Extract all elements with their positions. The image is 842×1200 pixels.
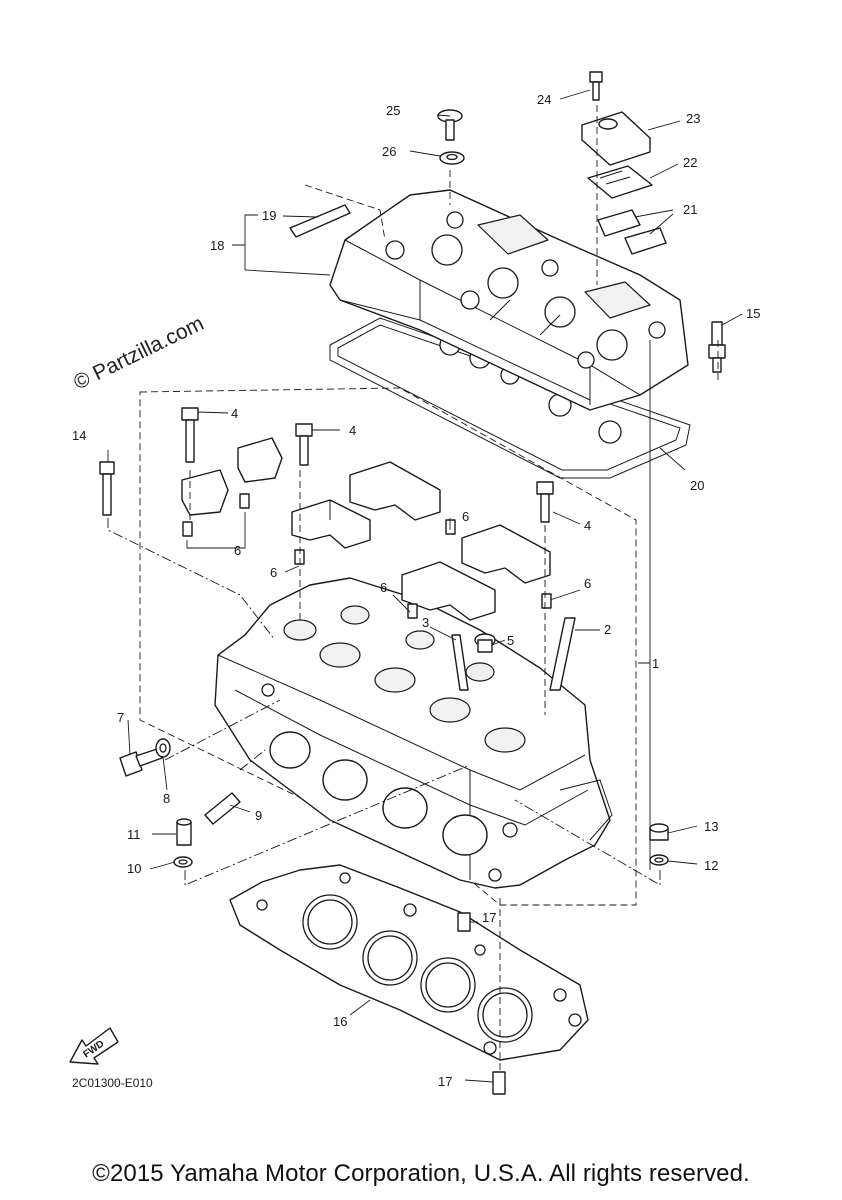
forward-arrow-icon: FWD [69,1027,119,1065]
diagram-code: 2C01300-E010 [72,1076,153,1090]
copyright-notice: ©2015 Yamaha Motor Corporation, U.S.A. A… [92,1160,750,1187]
spark-plug-15[interactable] [708,321,726,373]
callout-8: 8 [163,791,170,806]
leader-lines [107,89,743,1083]
callout-17b: 17 [438,1074,452,1089]
callout-6c: 6 [462,509,469,524]
bolt-25[interactable] [437,109,463,141]
callout-12: 12 [704,858,718,873]
callout-4c: 4 [584,518,591,533]
cylinder-head-gasket[interactable] [229,864,589,1061]
dowel-pin-3[interactable] [294,549,305,565]
callout-1: 1 [652,656,659,671]
callout-6e: 6 [584,576,591,591]
callout-20: 20 [690,478,704,493]
callout-18: 18 [210,238,224,253]
callout-13: 13 [704,819,718,834]
dowel-pin-4[interactable] [407,603,418,619]
reed-valve-21a[interactable] [597,209,641,237]
cap-bolt-1[interactable] [181,407,199,463]
callout-9: 9 [255,808,262,823]
stud-9[interactable] [204,792,241,825]
callout-6b: 6 [270,565,277,580]
callout-25: 25 [386,103,400,118]
callouts: 1 2 3 4 4 4 5 6 6 6 6 6 7 8 9 10 11 12 1… [72,92,760,1089]
watermark-text: © Partzilla.com [70,312,207,395]
callout-16: 16 [333,1014,347,1029]
nut-13[interactable] [649,823,669,841]
camshaft-cap-small-1[interactable] [181,469,229,516]
dowel-pin-5[interactable] [445,519,456,535]
callout-6a: 6 [234,543,241,558]
cap-bolt-2[interactable] [295,423,313,466]
plate-19[interactable] [289,204,351,238]
cylinder-head[interactable] [214,577,613,889]
alignment-lines [107,105,719,1072]
callout-2: 2 [604,622,611,637]
valve-cover[interactable] [329,189,689,411]
gasket-22[interactable] [587,165,653,199]
callout-26: 26 [382,144,396,159]
callout-3: 3 [422,615,429,630]
washer-10[interactable] [173,856,193,868]
bolt-7[interactable] [119,747,163,777]
washer-12[interactable] [649,854,669,866]
plug-5[interactable] [474,633,496,653]
breather-cover-23[interactable] [581,111,651,166]
callout-15: 15 [746,306,760,321]
grommet-26[interactable] [439,151,465,165]
callout-14: 14 [72,428,86,443]
pipe-2[interactable] [549,617,576,691]
camshaft-cap-small-2[interactable] [237,437,283,483]
collar-11[interactable] [176,818,192,846]
callout-22: 22 [683,155,697,170]
assembly-boundary-dashed [139,387,637,906]
pin-3[interactable] [451,634,469,691]
callout-6d: 6 [380,580,387,595]
callout-5: 5 [507,633,514,648]
callout-23: 23 [686,111,700,126]
dowel-17-upper[interactable] [457,912,471,932]
dowel-17-lower[interactable] [492,1071,506,1095]
washer-8[interactable] [155,738,171,758]
callout-7: 7 [117,710,124,725]
callout-11: 11 [127,827,141,842]
reed-valve-21b[interactable] [624,227,667,255]
bolt-24[interactable] [589,71,603,101]
bolt-14[interactable] [99,461,115,516]
cap-bolt-3[interactable] [536,481,554,523]
camshaft-cap-front-left[interactable] [291,499,371,549]
camshaft-cap-front-right[interactable] [349,461,441,521]
callout-10: 10 [127,861,141,876]
callout-4a: 4 [231,406,238,421]
dowel-pin-1[interactable] [182,521,193,537]
dowel-pin-6[interactable] [541,593,552,609]
callout-19: 19 [262,208,276,223]
callout-21: 21 [683,202,697,217]
dowel-pin-2[interactable] [239,493,250,509]
callout-24: 24 [537,92,551,107]
callout-17a: 17 [482,910,496,925]
camshaft-cap-rear-right[interactable] [461,524,551,584]
callout-4b: 4 [349,423,356,438]
